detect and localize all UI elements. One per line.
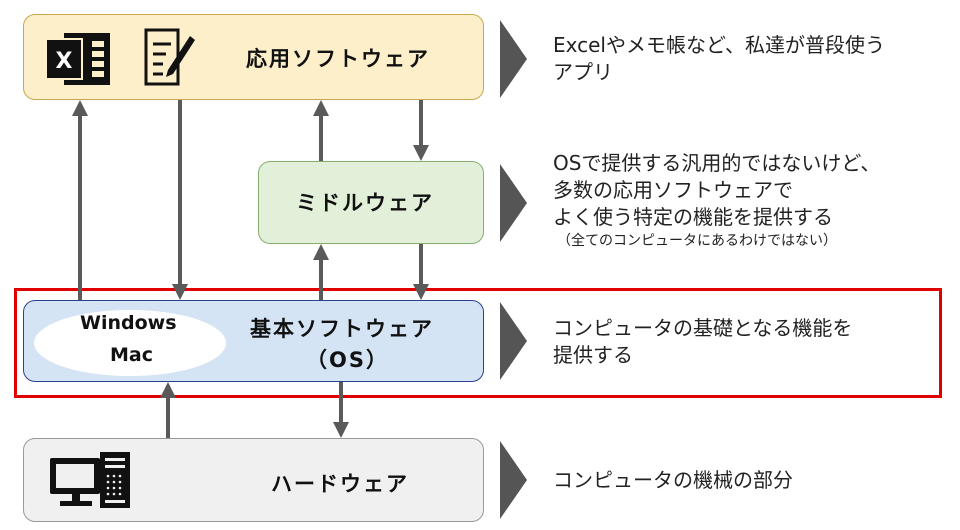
middleware-description-line3: よく使う特定の機能を提供する [553, 205, 833, 229]
middleware-description-note: （全てのコンピュータにあるわけではない） [557, 233, 837, 249]
pointer-middleware [500, 164, 527, 242]
hardware-layer-description: コンピュータの機械の部分 [553, 468, 793, 492]
middleware-layer-description: OSで提供する汎用的ではないけど、 多数の応用ソフトウェアで よく使う特定の機能… [553, 150, 880, 251]
hardware-layer-label: ハードウェア [271, 472, 409, 496]
os-layer-description: コンピュータの基礎となる機能を 提供する [553, 315, 852, 369]
computer-icon [50, 452, 130, 508]
notepad-icon [144, 28, 195, 86]
pointer-os [500, 302, 527, 380]
os-highlight-frame [14, 288, 942, 398]
pointer-hardware [500, 441, 527, 519]
os-layer-label: 基本ソフトウェア [250, 317, 434, 341]
os-example-windows: Windows [80, 312, 177, 334]
app-description-line1: Excelやメモ帳など、私達が普段使う [553, 33, 885, 57]
middleware-layer-label: ミドルウェア [296, 191, 434, 215]
excel-icon: X [45, 33, 110, 85]
middleware-layer-box [258, 161, 484, 244]
os-example-mac: Mac [110, 344, 153, 366]
os-layer-label-sub: （OS） [306, 348, 389, 372]
os-description-line2: 提供する [553, 343, 633, 367]
app-layer-label: 応用ソフトウェア [246, 47, 430, 71]
os-examples-ellipse [34, 310, 226, 376]
middleware-description-line1: OSで提供する汎用的ではないけど、 [553, 151, 881, 175]
app-layer-description: Excelやメモ帳など、私達が普段使う アプリ [553, 32, 885, 86]
middleware-description-line2: 多数の応用ソフトウェアで [553, 178, 793, 202]
os-description-line1: コンピュータの基礎となる機能を [553, 316, 853, 340]
app-description-line2: アプリ [553, 60, 613, 84]
pointer-app [500, 20, 527, 98]
excel-icon-letter: X [56, 49, 73, 74]
